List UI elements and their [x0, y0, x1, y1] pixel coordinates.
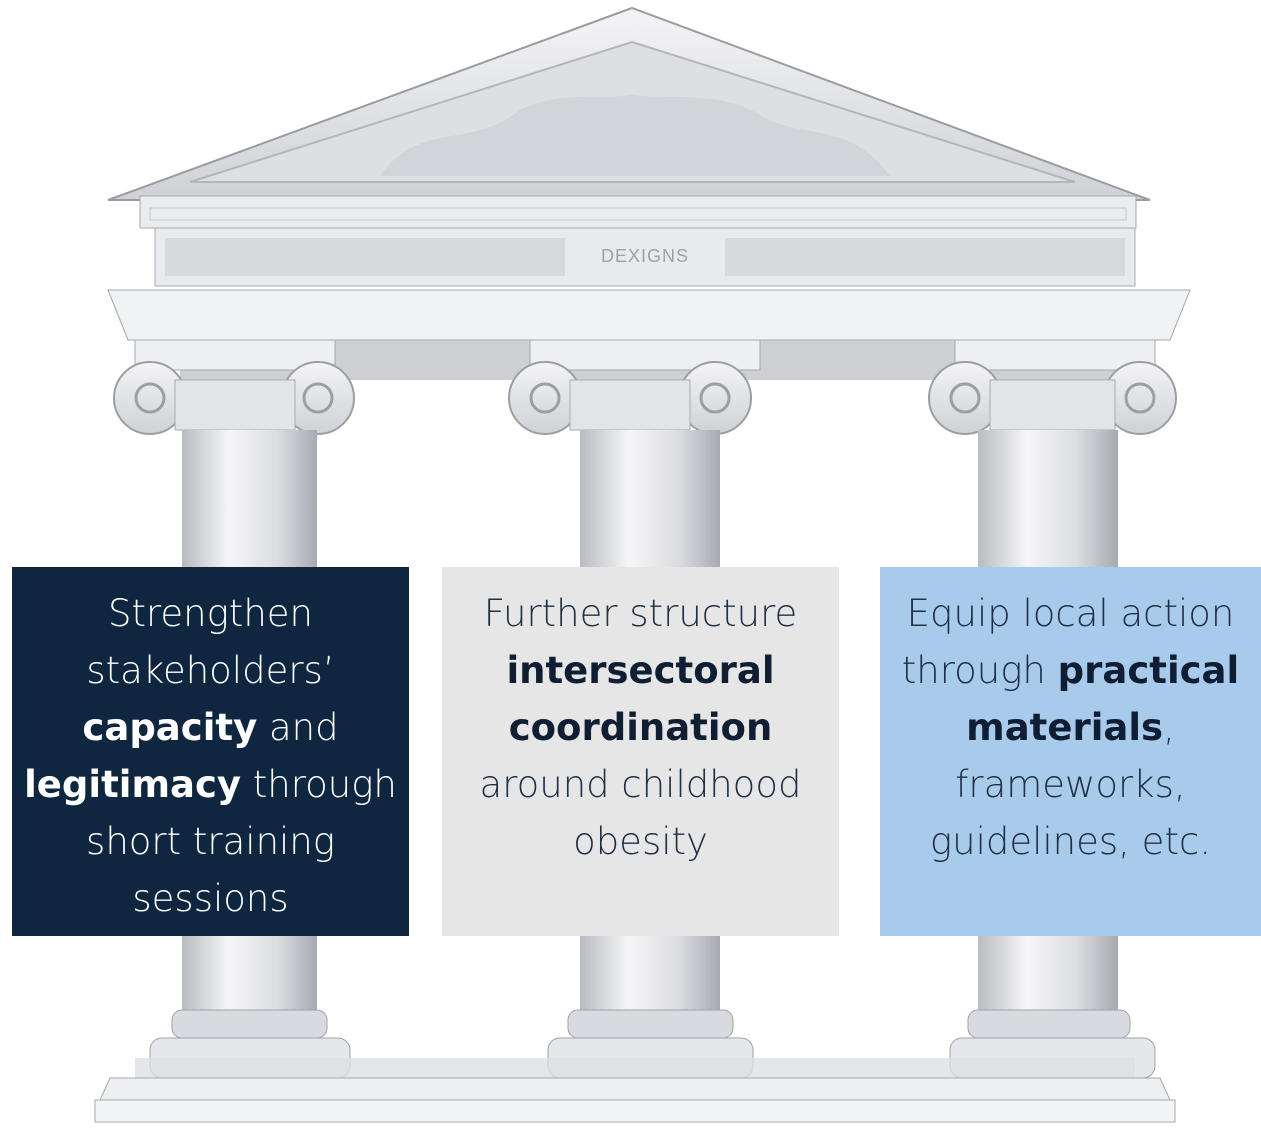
pediment — [107, 6, 1151, 229]
pillar-box-capacity: Strengthen stakeholders’ capacity and le… — [12, 567, 409, 936]
frieze-inscription: DEXIGNS — [601, 246, 689, 266]
temple-base — [94, 1058, 1176, 1123]
pillar-text-capacity: Strengthen stakeholders’ capacity and le… — [24, 592, 397, 920]
pillar-box-materials: Equip local action through practical mat… — [880, 567, 1261, 936]
pillar-text-coordination: Further structure intersectoral coordina… — [479, 592, 802, 863]
pillar-box-coordination: Further structure intersectoral coordina… — [442, 567, 839, 936]
pillar-text-materials: Equip local action through practical mat… — [901, 592, 1240, 863]
dentil-row — [149, 207, 1127, 221]
